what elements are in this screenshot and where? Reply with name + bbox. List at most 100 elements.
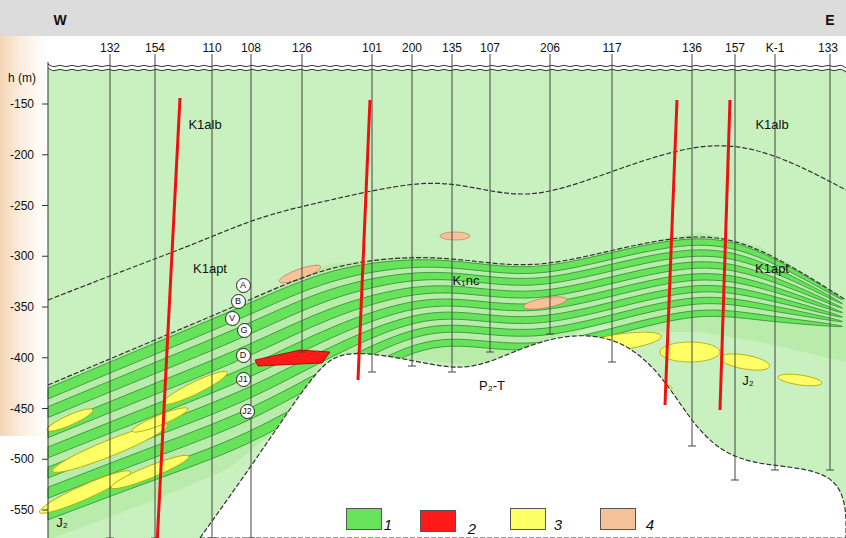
section-label: K1apt (755, 262, 789, 275)
section-label: 157 (725, 42, 745, 54)
marker-letter: G (240, 326, 247, 335)
depth-tick (42, 408, 48, 409)
marker-letter: V (229, 314, 235, 323)
section-label: J₂ (56, 516, 68, 529)
section-label: E (825, 13, 834, 27)
section-label: -450 (10, 403, 34, 415)
marker-letter: D (240, 351, 247, 360)
section-label: 135 (442, 42, 462, 54)
clay-lens (278, 262, 323, 286)
legend-label: 1 (384, 517, 392, 532)
well-line (412, 54, 413, 366)
well-line (372, 54, 373, 372)
depth-tick (42, 459, 48, 460)
well-bottom (408, 366, 416, 367)
depth-tick (42, 307, 48, 308)
horizon-marker: B (231, 294, 246, 309)
sand-lens (109, 451, 191, 494)
horizon-marker: D (236, 348, 251, 363)
section-label: 107 (480, 42, 500, 54)
marker-letter: A (240, 281, 246, 290)
section-label: 101 (362, 42, 382, 54)
marker-letter: J2 (242, 407, 252, 416)
header-row (46, 36, 846, 64)
red-body (255, 350, 330, 366)
strata-ground (48, 70, 846, 538)
section-label: K1apt (193, 262, 227, 275)
marker-letter: B (235, 297, 241, 306)
section-label: 108 (241, 42, 261, 54)
section-label: -300 (10, 250, 34, 262)
horizon-marker: J1 (236, 372, 251, 387)
well-line (155, 54, 156, 538)
section-label: h (m) (8, 72, 36, 84)
well-bottom (688, 446, 696, 447)
section-label: -500 (10, 453, 34, 465)
sand-lens (36, 465, 133, 518)
section-label: -550 (10, 504, 34, 516)
section-label: 133 (818, 42, 838, 54)
sand-lens (660, 342, 720, 362)
well-bottom (608, 362, 616, 363)
well-bottom (771, 470, 779, 471)
legend-swatch (510, 508, 546, 530)
well-bottom (731, 480, 739, 481)
clay-lens (522, 294, 567, 311)
section-label: -150 (10, 98, 34, 110)
well-bottom (368, 372, 376, 373)
well-line (490, 54, 491, 352)
section-label: K1alb (755, 118, 788, 131)
horizon-marker: A (236, 278, 251, 293)
well-line (452, 54, 453, 372)
sand-lens (719, 351, 771, 373)
depth-tick (42, 256, 48, 257)
sand-lens (130, 404, 189, 436)
horizon-marker: V (225, 311, 240, 326)
horizon-marker: G (237, 323, 252, 338)
section-label: J₂ (742, 374, 754, 387)
section-label: K₁nc (453, 274, 480, 287)
section-label: -400 (10, 352, 34, 364)
well-line (735, 54, 736, 480)
well-line (110, 54, 111, 538)
section-label: K1alb (188, 118, 221, 131)
marker-letter: J1 (238, 375, 248, 384)
legend-swatch (420, 510, 456, 532)
k1nc-band (48, 232, 846, 538)
legend-swatch (600, 508, 636, 530)
well-line (830, 54, 831, 470)
sand-lens (778, 372, 823, 388)
legend-label: 2 (468, 521, 476, 536)
fault-line (358, 100, 370, 380)
fault-line (157, 98, 180, 538)
basement (200, 336, 846, 538)
legend-label: 4 (646, 517, 654, 532)
legend-swatch (346, 508, 382, 530)
well-bottom (448, 372, 456, 373)
section-label: 132 (100, 42, 120, 54)
depth-tick (42, 205, 48, 206)
break-line (48, 68, 846, 72)
well-line (692, 54, 693, 446)
well-bottom (486, 352, 494, 353)
section-label: -250 (10, 200, 34, 212)
section-label: 126 (292, 42, 312, 54)
section-label: W (53, 13, 66, 27)
sand-lens (45, 405, 95, 434)
well-bottom (826, 470, 834, 471)
section-label: P₂-T (479, 379, 505, 392)
depth-tick (42, 154, 48, 155)
well-bottom (546, 334, 554, 335)
well-line (251, 54, 252, 538)
legend-label: 3 (554, 517, 562, 532)
depth-tick (42, 104, 48, 105)
well-line (612, 54, 613, 362)
depth-tick (42, 357, 48, 358)
horizon-marker: J2 (240, 404, 255, 419)
section-label: -350 (10, 301, 34, 313)
section-label: 136 (682, 42, 702, 54)
fault-line (665, 100, 677, 405)
well-line (302, 54, 303, 352)
